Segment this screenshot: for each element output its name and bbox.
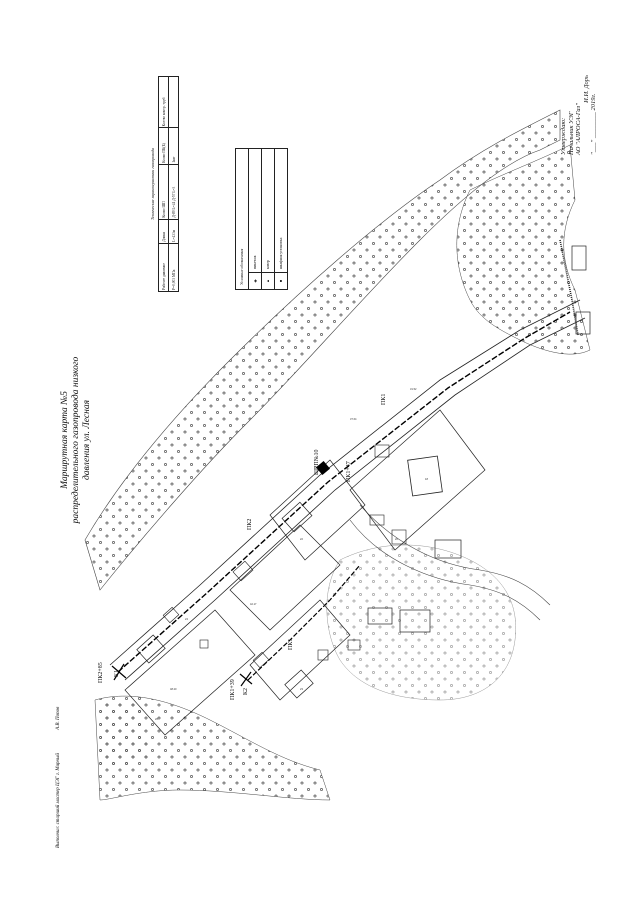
tech-value-diameters: Д-89 L=41 Д-57 L=3 bbox=[168, 164, 179, 220]
parcel-4 bbox=[269, 459, 366, 561]
building-8 bbox=[317, 649, 329, 661]
tech-table-block: Технические характеристики газопровода Р… bbox=[150, 76, 179, 292]
approval-line1: Утверждаю: bbox=[560, 117, 567, 155]
legend-label-cover: ковер bbox=[266, 260, 270, 269]
label-k2: К2 bbox=[243, 688, 249, 695]
svg-text:48.20: 48.20 bbox=[170, 687, 177, 691]
svg-text:37.64: 37.64 bbox=[350, 417, 357, 421]
label-pk2: ПК2 bbox=[247, 519, 253, 530]
approval-line2: Начальник УЭГ bbox=[567, 111, 575, 155]
gas-pipeline-branch bbox=[247, 564, 361, 681]
map-title-line2: распределительного газопровода низкого bbox=[71, 356, 81, 524]
building-13 bbox=[434, 539, 462, 559]
svg-text:26: 26 bbox=[155, 717, 158, 721]
legend-label-picket: пикетаж bbox=[253, 255, 257, 269]
map-title: Маршрутная карта №5 распределительного г… bbox=[60, 320, 93, 560]
forest-area-lowleft bbox=[100, 700, 150, 770]
label-k1: К1 bbox=[114, 670, 120, 677]
tech-header-pressure: Рабочее давление bbox=[158, 243, 169, 292]
triangle-icon: ▲ bbox=[262, 272, 274, 289]
road-secondary bbox=[349, 519, 541, 621]
parcel-1 bbox=[124, 609, 256, 736]
building-14 bbox=[367, 607, 393, 625]
building-2 bbox=[162, 606, 180, 624]
filled-square-icon: ■ bbox=[275, 272, 287, 289]
building-7 bbox=[284, 669, 314, 699]
road-secondary-edge bbox=[359, 504, 551, 606]
svg-text:31.52: 31.52 bbox=[410, 387, 417, 391]
tech-table-caption: Технические характеристики газопровода bbox=[150, 147, 155, 221]
building-9 bbox=[407, 455, 443, 497]
svg-text:18: 18 bbox=[425, 477, 428, 481]
road-edge-north bbox=[109, 299, 581, 666]
building-16 bbox=[347, 639, 361, 651]
tech-value-control bbox=[168, 76, 179, 128]
legend-item-cabinet: ■ шкафная установка bbox=[274, 149, 287, 289]
tech-value-count: 1шт bbox=[168, 127, 179, 165]
forest-area-north bbox=[84, 109, 561, 591]
label-pk1-a: ПК1 bbox=[288, 639, 294, 650]
building-5 bbox=[281, 501, 313, 533]
footer-name: А.В. Попов bbox=[56, 706, 61, 730]
building-12 bbox=[391, 529, 407, 545]
approval-line5: "___" ________ 2019г. bbox=[590, 93, 597, 155]
label-pk1-39: ПК1+39 bbox=[230, 679, 236, 700]
cross-icon: ✚ bbox=[249, 272, 261, 289]
gas-pipeline-main bbox=[117, 311, 571, 673]
tech-table-header-row: Рабочее давление Длина Колво ШП Колво ПК… bbox=[158, 76, 169, 292]
tech-header-length: Длина bbox=[158, 219, 169, 244]
building-6 bbox=[252, 651, 270, 669]
picket-marker-k2 bbox=[239, 671, 253, 687]
building-1 bbox=[136, 634, 166, 664]
tech-header-shp: Колво ШП bbox=[158, 164, 169, 220]
svg-text:20: 20 bbox=[395, 537, 398, 541]
parcel-5 bbox=[349, 409, 486, 551]
tech-header-pkb: Колво ПК(Б) bbox=[158, 127, 169, 165]
legend-block: Условные обозначения ✚ пикетаж ▲ ковер ■… bbox=[235, 148, 288, 290]
approval-line3: АО "АЛРОСА-Газ" bbox=[575, 103, 582, 155]
tech-table-value-row: P=0,003 МПа L=433м Д-89 L=41 Д-57 L=3 1ш… bbox=[168, 76, 179, 292]
footer-executor: Выполнил: старший мастер ЦЭГ г. Мирный bbox=[56, 753, 61, 848]
label-pk2-85: ПК2+85 bbox=[98, 662, 104, 683]
svg-text:23: 23 bbox=[300, 687, 303, 691]
building-3 bbox=[199, 639, 209, 649]
label-pk1-b: ПК1 bbox=[381, 394, 387, 405]
tech-header-control-pipes: Кол-во контр. труб bbox=[158, 76, 169, 128]
map-title-line1: Маршрутная карта №5 bbox=[60, 391, 70, 489]
gas-regulator-cabinet bbox=[315, 460, 331, 476]
building-10 bbox=[374, 444, 390, 458]
building-11 bbox=[369, 514, 385, 526]
tech-value-pressure: P=0,003 МПа bbox=[168, 243, 179, 292]
building-east-small bbox=[575, 311, 591, 335]
tech-value-length: L=433м bbox=[168, 219, 179, 244]
parcel-3 bbox=[249, 599, 351, 701]
label-pk1-47: ПК1+47 bbox=[346, 461, 352, 482]
building-4 bbox=[232, 560, 254, 582]
approval-line4: И.И. Дорь bbox=[582, 75, 590, 103]
picket-marker-k1 bbox=[111, 663, 127, 681]
label-shrp-10: ШРП№10 bbox=[314, 450, 320, 475]
house-east bbox=[571, 245, 587, 271]
parcel-2 bbox=[229, 524, 341, 631]
legend-item-cover: ▲ ковер bbox=[261, 149, 274, 289]
svg-text:24: 24 bbox=[185, 617, 188, 621]
forest-area-south bbox=[326, 544, 517, 701]
forest-area-east bbox=[456, 144, 591, 355]
road-edge-south bbox=[124, 317, 586, 681]
building-15 bbox=[399, 609, 431, 633]
map-title-line3: давления ул. Лесная bbox=[82, 400, 92, 481]
svg-text:22: 22 bbox=[300, 537, 303, 541]
svg-text:42.17: 42.17 bbox=[250, 602, 257, 606]
legend-label-cabinet: шкафная установка bbox=[279, 237, 283, 269]
legend-caption: Условные обозначения bbox=[240, 248, 244, 285]
approval-block: Утверждаю: Начальник УЭГ АО "АЛРОСА-Газ"… bbox=[560, 75, 598, 155]
tech-table: Рабочее давление Длина Колво ШП Колво ПК… bbox=[158, 76, 179, 292]
legend-item-picket: ✚ пикетаж bbox=[248, 149, 261, 289]
footer-signature: Выполнил: старший мастер ЦЭГ г. Мирный А… bbox=[56, 668, 61, 848]
